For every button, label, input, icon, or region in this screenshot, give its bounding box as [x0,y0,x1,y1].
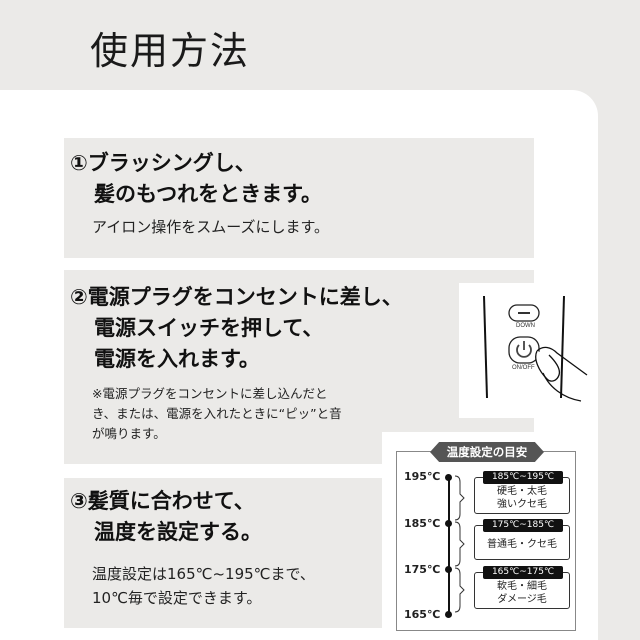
temperature-axis [448,480,450,612]
down-label: DOWN [516,323,535,329]
step-3-panel: ③髪質に合わせて、 温度を設定する。 温度設定は165℃~195℃まで、 10℃… [64,478,402,628]
dot-185 [445,520,452,527]
step-1-description: アイロン操作をスムーズにします。 [92,218,330,236]
dot-175 [445,566,452,573]
guide-title: 温度設定の目安 [430,442,544,462]
range-tag-low: 165℃~175℃ [483,566,563,579]
range-box-low: 165℃~175℃ 軟毛・細毛 ダメージ毛 [474,566,570,609]
range-box-mid: 175℃~185℃ 普通毛・クセ毛 [474,519,570,560]
range-tag-mid: 175℃~185℃ [483,519,563,532]
range-tag-high: 185℃~195℃ [483,471,563,484]
step-2-heading: ②電源プラグをコンセントに差し、 電源スイッチを押して、 電源を入れます。 [70,285,403,371]
step-2-number: ② [70,285,88,309]
temp-label-165: 165℃ [404,608,441,621]
brace-icon [454,475,465,613]
step-3-description: 温度設定は165℃~195℃まで、 10℃毎で設定できます。 [92,565,315,607]
step-1-number: ① [70,151,88,175]
dot-195 [445,474,452,481]
temp-label-175: 175℃ [404,563,441,576]
page-title: 使用方法 [90,29,251,73]
temp-label-185: 185℃ [404,517,441,530]
step-1-heading: ①ブラッシングし、 髪のもつれをときます。 [70,151,323,206]
step-3-heading: ③髪質に合わせて、 温度を設定する。 [70,489,262,544]
step-2-note: ※電源プラグをコンセントに差し込んだと き、または、電源を入れたときに“ピッ”と… [92,386,342,441]
temperature-guide: 温度設定の目安 195℃ 185℃ 175℃ 165℃ 185℃~195℃ 硬毛… [382,432,582,640]
step-2-panel: ②電源プラグをコンセントに差し、 電源スイッチを押して、 電源を入れます。 ※電… [64,270,534,464]
hand-pressing-button-icon [483,295,588,402]
range-box-high: 185℃~195℃ 硬毛・太毛 強いクセ毛 [474,471,570,514]
step-3-number: ③ [70,489,88,513]
onoff-label: ON/OFF [512,365,535,371]
power-button-illustration: DOWN ON/OFF [459,283,591,418]
dot-165 [445,611,452,618]
step-1-panel: ①ブラッシングし、 髪のもつれをときます。 アイロン操作をスムーズにします。 [64,138,534,258]
temp-label-195: 195℃ [404,470,441,483]
